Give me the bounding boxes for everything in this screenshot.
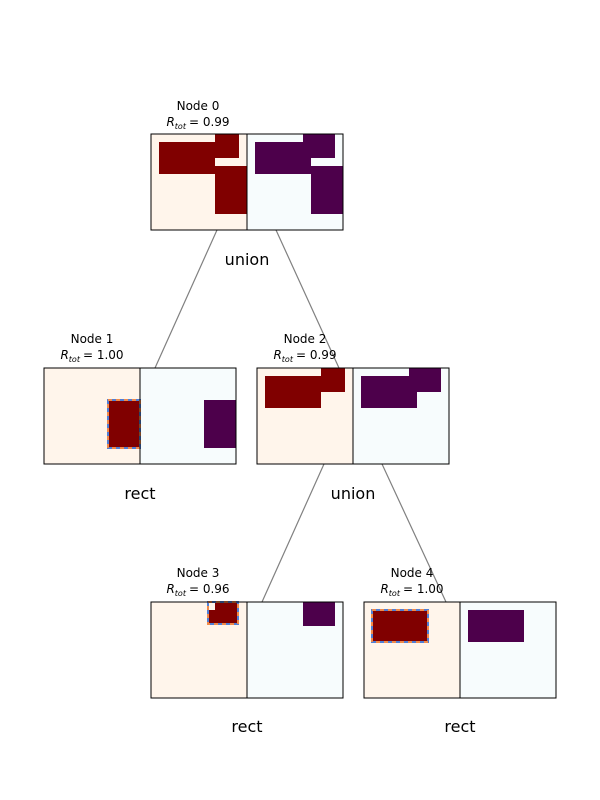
node-2-score: Rtot= 0.99 (273, 348, 336, 364)
node-3-op-label: rect (231, 717, 262, 736)
node-4-score: Rtot= 1.00 (380, 582, 443, 598)
edge-2-4 (381, 463, 447, 603)
node-2-left-shapes (265, 368, 345, 408)
node-0-left-shapes (159, 134, 247, 214)
node-3-right-shapes (303, 602, 335, 626)
node-3-left-shapes (209, 602, 239, 624)
node-2: Node 2 Rtot= 0.99 union (256, 332, 450, 503)
node-0-right-shapes (255, 134, 343, 214)
node-3: Node 3 Rtot= 0.96 rect (150, 566, 344, 736)
node-4-highlight-dash (371, 609, 429, 643)
node-1-left-shapes (108, 400, 140, 448)
node-4: Node 4 Rtot= 1.00 rect (363, 566, 557, 736)
node-1-right-shapes (204, 400, 236, 448)
node-4-left-shapes (372, 610, 428, 642)
node-2-name: Node 2 (284, 332, 327, 346)
node-3-highlight-dash (207, 601, 239, 625)
node-0-name: Node 0 (177, 99, 220, 113)
node-1-name: Node 1 (71, 332, 114, 346)
node-3-score: Rtot= 0.96 (166, 582, 229, 598)
node-4-op-label: rect (444, 717, 475, 736)
edge-2-3 (261, 463, 325, 603)
node-4-right-shapes (468, 610, 524, 642)
node-1-op-label: rect (124, 484, 155, 503)
edge-0-2 (275, 229, 340, 369)
node-2-op-label: union (331, 484, 376, 503)
node-3-name: Node 3 (177, 566, 220, 580)
node-2-right-shapes (361, 368, 441, 408)
node-1: Node 1 Rtot= 1.00 rect (43, 332, 237, 503)
edge-0-1 (154, 229, 218, 369)
node-0-score: Rtot= 0.99 (166, 115, 229, 131)
node-0-op-label: union (225, 250, 270, 269)
node-4-name: Node 4 (391, 566, 434, 580)
edges-layer (154, 229, 447, 603)
node-1-score: Rtot= 1.00 (60, 348, 123, 364)
node-0: Node 0 Rtot= 0.99 union (150, 99, 344, 269)
